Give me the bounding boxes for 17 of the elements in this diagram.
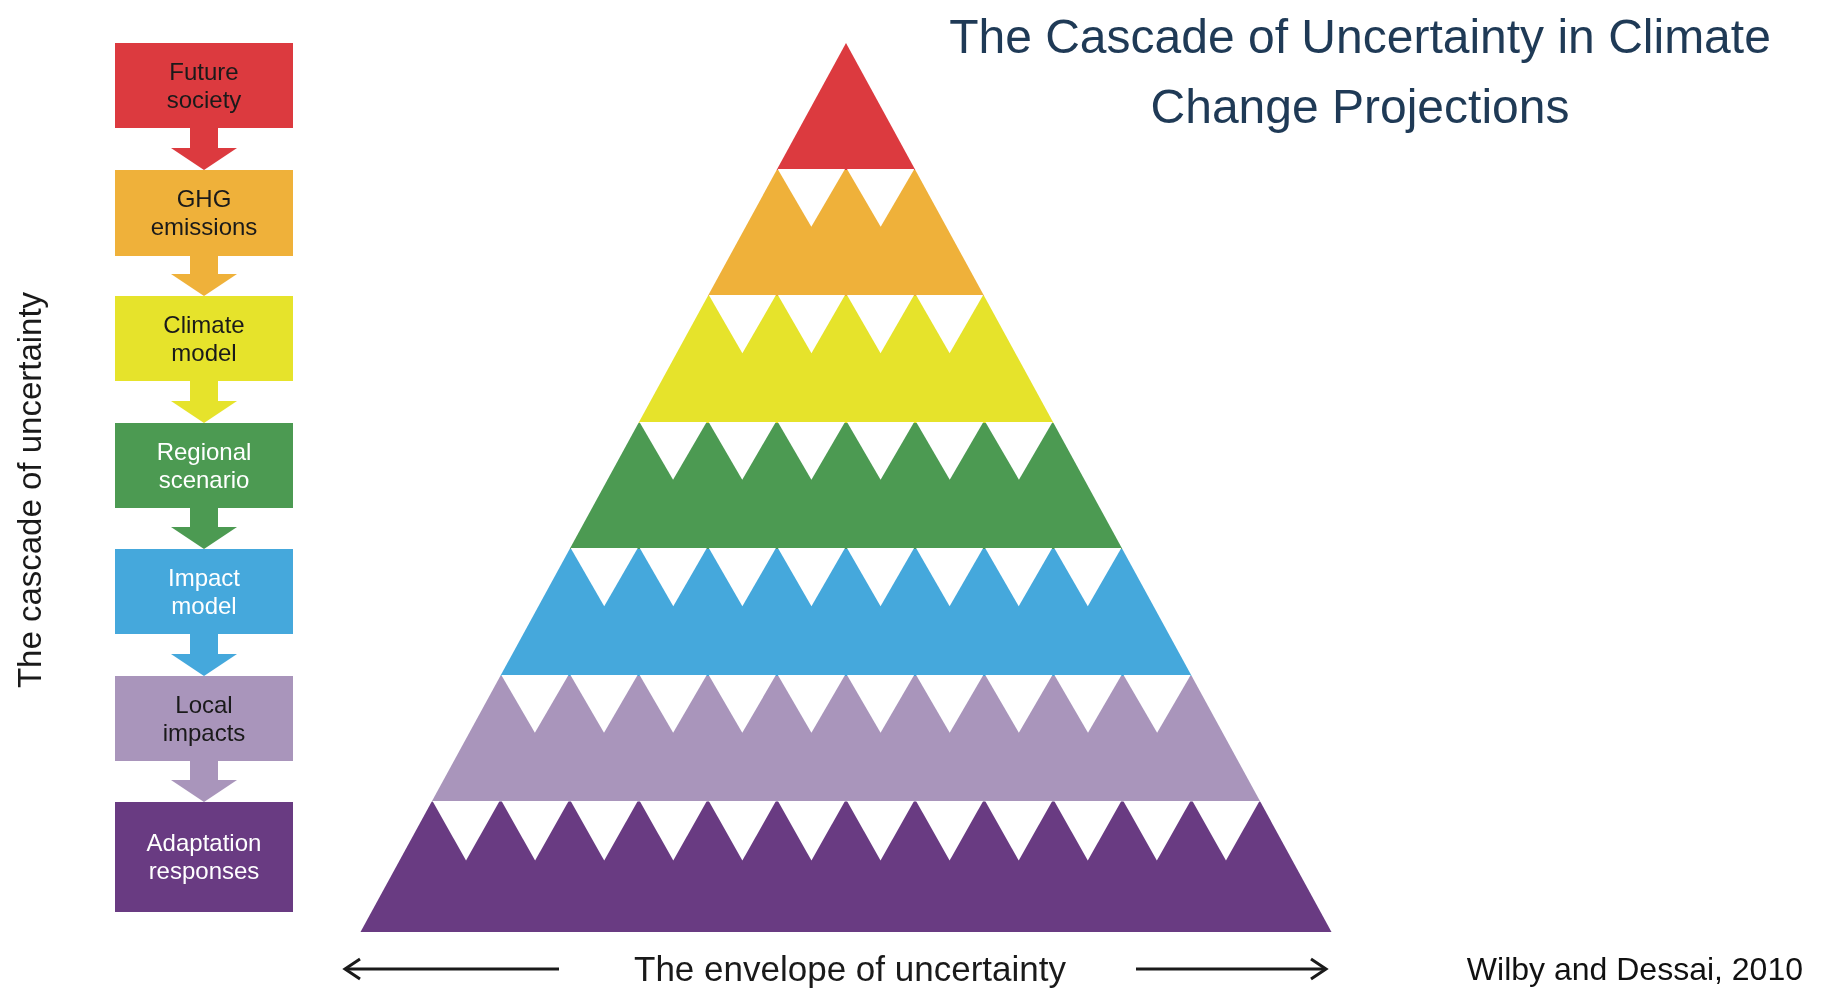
- citation: Wilby and Dessai, 2010: [1466, 950, 1803, 989]
- arrow: [171, 761, 237, 802]
- arrow: [171, 508, 237, 549]
- arrow: [171, 381, 237, 423]
- axis-label: The envelope of uncertainty: [634, 947, 1066, 990]
- axis-label: The cascade of uncertainty: [10, 291, 50, 689]
- arrow: [171, 634, 237, 676]
- process-box: Climate model: [115, 296, 293, 381]
- process-box: Impact model: [115, 549, 293, 634]
- process-box: Regional scenario: [115, 423, 293, 508]
- title: The Cascade of Uncertainty in Climate Change Projections: [948, 9, 1772, 135]
- arrow: [171, 256, 237, 296]
- process-box: GHG emissions: [115, 170, 293, 256]
- process-box: Adaptation responses: [115, 802, 293, 912]
- process-box: Local impacts: [115, 676, 293, 761]
- process-box: Future society: [115, 43, 293, 128]
- arrow: [171, 128, 237, 170]
